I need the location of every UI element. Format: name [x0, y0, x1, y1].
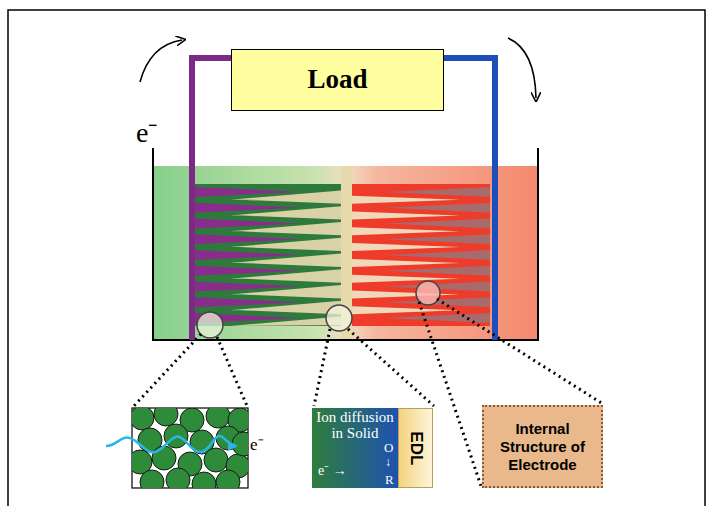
- particle: [140, 470, 164, 488]
- cathode-block: [352, 184, 490, 326]
- cathode-active-wedge: [385, 218, 490, 228]
- edl-box: EDL: [398, 408, 433, 488]
- electron-flow-arrow: [508, 38, 536, 98]
- node-text: Load: [307, 65, 367, 95]
- anode-pore: [240, 196, 341, 204]
- frame: [8, 10, 705, 506]
- solid-phase: [312, 408, 398, 488]
- particle: [192, 472, 216, 488]
- anode-pore: [240, 290, 341, 298]
- anode-pore: [240, 275, 341, 283]
- node-text: Ion diffusion in Solid: [314, 410, 396, 442]
- electron-path: [106, 436, 236, 452]
- anode-pore: [230, 317, 341, 326]
- zoom-circle: [416, 281, 440, 305]
- cathode-active-wedge: [385, 187, 490, 197]
- beaker: [153, 148, 538, 340]
- anode-pore: [240, 306, 341, 314]
- electron-transfer-label: e⁻ →: [318, 460, 347, 479]
- electron-label: e⁻: [136, 112, 157, 150]
- cathode-collector: [492, 166, 498, 340]
- particle: [206, 408, 230, 428]
- reduced-label: R: [385, 472, 394, 488]
- node-text: EDL: [406, 431, 425, 465]
- anode-pore: [240, 227, 341, 235]
- cathode-pore: [352, 306, 460, 314]
- particle: [216, 470, 240, 488]
- cathode-pore: [352, 259, 460, 267]
- electrolyte: [154, 166, 537, 339]
- cathode-pore: [352, 227, 460, 235]
- electrode-structure-box: Internal Structure of Electrode: [482, 405, 603, 488]
- cathode-pore: [352, 275, 460, 283]
- anode-collector: [189, 166, 195, 340]
- particles: [132, 408, 248, 488]
- anode-block: [195, 184, 341, 326]
- cathode-pore: [352, 290, 460, 298]
- cathode-active-wedge: [385, 250, 490, 260]
- anode-pore: [240, 259, 341, 267]
- particle: [154, 408, 178, 426]
- particle: [132, 408, 154, 430]
- particle: [232, 432, 248, 456]
- electron-flow-arrow: [140, 40, 182, 82]
- oxidized-label: O: [384, 440, 393, 456]
- electron-label: e⁻: [250, 432, 264, 455]
- cathode-pore: [352, 212, 460, 220]
- zoom-circle: [326, 305, 352, 331]
- cathode-pore: [352, 243, 460, 251]
- cathode-active-wedge: [385, 266, 490, 276]
- cathode-active-wedge: [385, 203, 490, 213]
- node-text: Internal Structure of Electrode: [488, 420, 597, 474]
- particle: [204, 448, 228, 472]
- cathode-active-wedge: [385, 234, 490, 244]
- anode-pore: [240, 243, 341, 251]
- particle: [166, 468, 190, 488]
- anode-pore: [240, 212, 341, 220]
- reaction-arrow: ↓: [385, 455, 391, 470]
- load-box: Load: [231, 49, 444, 111]
- particle: [152, 446, 176, 470]
- edl-layer: [398, 408, 433, 488]
- cathode-pore: [352, 196, 460, 204]
